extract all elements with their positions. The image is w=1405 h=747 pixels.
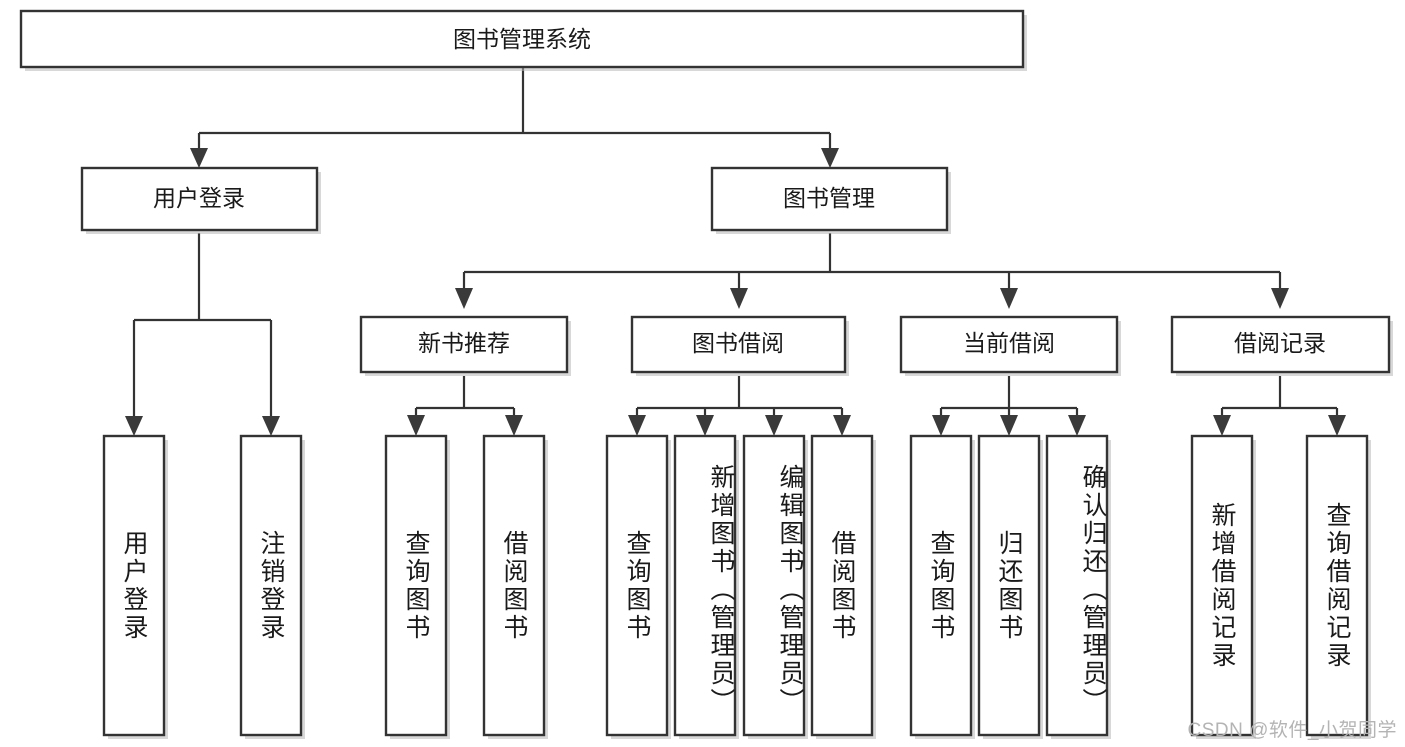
arrow-head-icon	[932, 415, 950, 436]
node-book-management[interactable]: 图书管理	[710, 166, 951, 234]
leaf-node-user-login[interactable]	[102, 434, 168, 739]
arrow-head-icon	[1068, 415, 1086, 436]
connector-group-root-to-level2	[190, 68, 839, 168]
watermark-text: CSDN @软件_小贺同学	[1187, 720, 1397, 741]
node-label: 图书借阅	[692, 330, 784, 356]
node-label: 当前借阅	[963, 330, 1055, 356]
arrow-head-icon	[696, 415, 714, 436]
node-label: 借阅记录	[1234, 330, 1326, 356]
arrow-head-icon	[833, 415, 851, 436]
arrow-head-icon	[505, 415, 523, 436]
node-book-borrow[interactable]: 图书借阅	[630, 315, 849, 376]
node-label: 图书管理系统	[453, 26, 591, 52]
leaf-node-add-borrow-record[interactable]	[1190, 434, 1256, 739]
arrow-head-icon	[1271, 288, 1289, 309]
leaf-node-borrow-book[interactable]	[810, 434, 876, 739]
arrow-head-icon	[730, 288, 748, 309]
leaf-node-query-book-current[interactable]	[909, 434, 975, 739]
connector-group-bookborrow-to-leaves	[628, 376, 851, 436]
arrow-head-icon	[628, 415, 646, 436]
node-user-login[interactable]: 用户登录	[80, 166, 321, 234]
arrow-head-icon	[407, 415, 425, 436]
arrow-head-icon	[765, 415, 783, 436]
leaf-node-query-book-recommend[interactable]	[384, 434, 450, 739]
connector-group-userlogin-to-leaves	[125, 233, 280, 436]
arrow-head-icon	[125, 416, 143, 436]
connector-group-bookmgmt-to-level3	[455, 233, 1289, 309]
arrow-head-icon	[1000, 288, 1018, 309]
node-label: 用户登录	[153, 185, 245, 211]
leaf-node-borrow-book-recommend[interactable]	[482, 434, 548, 739]
arrow-head-icon	[262, 416, 280, 436]
node-current-borrow[interactable]: 当前借阅	[899, 315, 1121, 376]
node-label: 新书推荐	[418, 330, 510, 356]
leaf-node-logout-login[interactable]	[239, 434, 305, 739]
leaf-node-add-book-admin[interactable]	[673, 434, 739, 739]
arrow-head-icon	[1213, 415, 1231, 436]
arrow-head-icon	[455, 288, 473, 309]
node-borrow-record[interactable]: 借阅记录	[1170, 315, 1393, 376]
arrow-head-icon	[190, 148, 208, 168]
node-root-book-management-system[interactable]: 图书管理系统	[19, 9, 1027, 71]
leaf-node-return-book[interactable]	[977, 434, 1043, 739]
connector-group-newbook-to-leaves	[407, 376, 523, 436]
leaf-node-confirm-return-admin[interactable]	[1045, 434, 1111, 739]
leaf-node-edit-book-admin[interactable]	[742, 434, 808, 739]
connector-group-borrowrecord-to-leaves	[1213, 376, 1346, 436]
leaf-node-query-borrow-record[interactable]	[1305, 434, 1371, 739]
arrow-head-icon	[1328, 415, 1346, 436]
leaf-node-query-book-borrow[interactable]	[605, 434, 671, 739]
arrow-head-icon	[1000, 415, 1018, 436]
connector-group-currentborrow-to-leaves	[932, 376, 1086, 436]
arrow-head-icon	[821, 148, 839, 168]
node-new-book-recommend[interactable]: 新书推荐	[359, 315, 571, 376]
node-label: 图书管理	[783, 185, 875, 211]
